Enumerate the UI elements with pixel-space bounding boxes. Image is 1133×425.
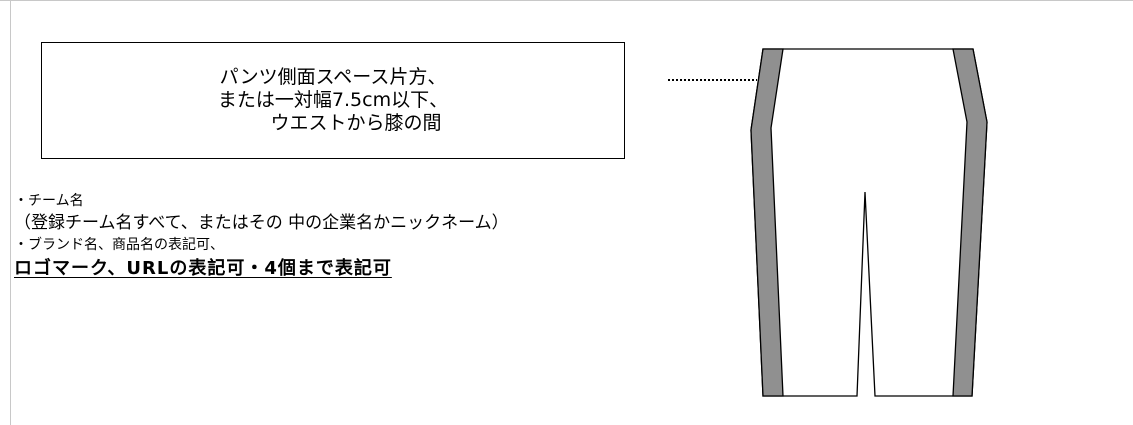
callout-line-2: または一対幅7.5cm以下、 — [217, 89, 449, 111]
pants-outline — [750, 48, 988, 397]
callout-box: パンツ側面スペース片方、 または一対幅7.5cm以下、 ウエストから膝の間 — [41, 42, 625, 159]
left-side-stripe — [750, 48, 784, 397]
notes-block: ・チーム名 （登録チーム名すべて、またはその 中の企業名かニックネーム） ・ブラ… — [14, 190, 509, 280]
left-border — [10, 0, 11, 425]
right-side-stripe — [952, 48, 988, 397]
note-logo-url-emphasis: ロゴマーク、URLの表記可・4個まで表記可 — [14, 258, 392, 279]
note-brand-name: ・ブランド名、商品名の表記可、 — [14, 237, 224, 253]
note-team-name: ・チーム名 — [14, 193, 84, 209]
callout-line-3: ウエストから膝の間 — [270, 112, 442, 134]
callout-line-1: パンツ側面スペース片方、 — [219, 66, 447, 88]
top-border — [0, 0, 1133, 1]
note-team-name-detail: （登録チーム名すべて、またはその 中の企業名かニックネーム） — [14, 213, 509, 233]
